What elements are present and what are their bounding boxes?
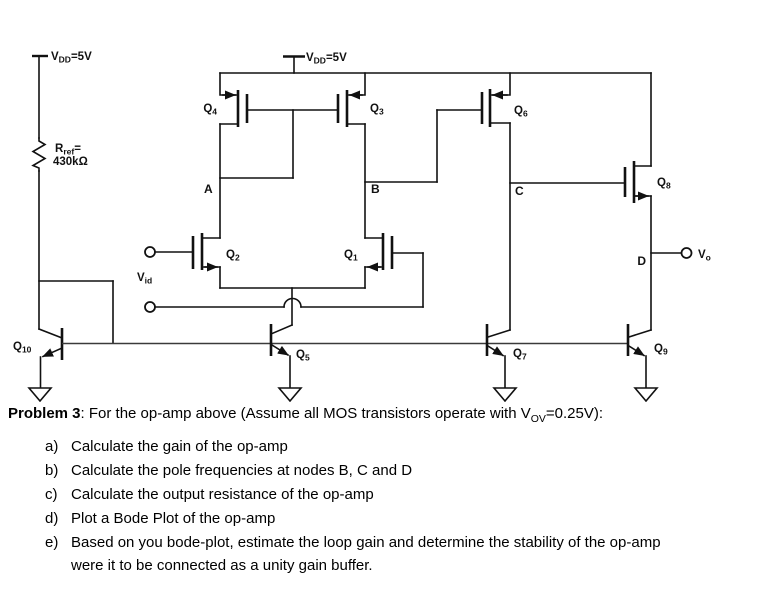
ground-symbol-q5: [277, 387, 303, 402]
vov-subscript: OV: [530, 413, 546, 425]
problem-intro-tail: =0.25V):: [545, 405, 604, 422]
problem-intro: Problem 3: For the op-amp above (Assume …: [8, 402, 756, 431]
transistor-q10: [37, 327, 64, 389]
q10-diode-connection: [38, 280, 114, 344]
vo-terminal-circle: [680, 247, 693, 259]
q6-label: Q6: [514, 105, 528, 119]
q9-label: Q9: [654, 343, 668, 357]
transistor-q4: [219, 72, 249, 127]
ground-symbol-q10: [27, 387, 53, 402]
problem-title: Problem 3: [8, 405, 81, 422]
item-marker: d): [45, 510, 59, 527]
ground-symbol-q9: [633, 387, 659, 402]
vdd-supply-left: [32, 54, 48, 139]
transistor-q8: [623, 72, 652, 203]
q4-diode-connection: [219, 109, 294, 179]
vdd-left-label: VDD=5V: [51, 51, 92, 65]
item-marker: e): [45, 534, 59, 551]
transistor-q3: [336, 72, 366, 127]
q5-label: Q5: [296, 349, 310, 363]
q7-label: Q7: [513, 348, 527, 362]
vo-label: Vo: [698, 249, 711, 263]
item-text: Based on you bode-plot, estimate the loo…: [71, 534, 661, 574]
transistor-q2: [191, 233, 221, 289]
problem-item-c: c) Calculate the output resistance of th…: [8, 483, 756, 506]
q2-label: Q2: [226, 249, 240, 263]
output-terminal: [650, 247, 693, 259]
problem-intro-text: : For the op-amp above (Assume all MOS t…: [80, 405, 531, 422]
wire-hop: [283, 297, 302, 308]
q3-label: Q3: [370, 103, 384, 117]
item-text: Calculate the pole frequencies at nodes …: [71, 462, 413, 479]
q1-label: Q1: [344, 249, 358, 263]
transistor-q9: [626, 324, 653, 389]
problem-item-a: a) Calculate the gain of the op-amp: [8, 435, 756, 458]
node-d-label: D: [637, 254, 646, 268]
transistor-q5: [269, 323, 294, 389]
rref-label: Rref=: [55, 143, 81, 157]
vdd-supply-center: [283, 55, 305, 74]
node-b-to-q6-gate: [364, 109, 483, 183]
transistor-q6: [480, 72, 511, 127]
node-b-label: B: [371, 182, 380, 196]
item-text: Plot a Bode Plot of the op-amp: [71, 510, 276, 527]
ground-symbol-q7: [492, 387, 518, 402]
problem-item-d: d) Plot a Bode Plot of the op-amp: [8, 507, 756, 530]
problem-item-b: b) Calculate the pole frequencies at nod…: [8, 459, 756, 482]
item-marker: c): [45, 486, 58, 503]
q8-label: Q8: [657, 177, 671, 191]
item-marker: b): [45, 462, 59, 479]
q10-label: Q10: [13, 341, 32, 355]
problem-item-e: e) Based on you bode-plot, estimate the …: [8, 531, 756, 577]
problem-items: a) Calculate the gain of the op-amp b) C…: [8, 435, 756, 577]
opamp-circuit-schematic: VDD=5V VDD=5V Rref= 430kΩ Q4 Q3 Q6 Q8 Q2…: [13, 51, 711, 402]
vid-label: Vid: [137, 272, 152, 286]
node-a-label: A: [204, 182, 213, 196]
item-marker: a): [45, 438, 59, 455]
input-terminal-minus: [144, 297, 424, 313]
q4-label: Q4: [203, 103, 217, 117]
item-text: Calculate the output resistance of the o…: [71, 486, 374, 503]
transistor-q7: [485, 324, 512, 389]
rref-value-label: 430kΩ: [53, 156, 88, 168]
transistor-q1: [364, 233, 424, 308]
vdd-center-label: VDD=5V: [306, 52, 347, 66]
input-terminal-plus: [144, 246, 194, 258]
resistor-rref: [31, 137, 47, 330]
problem-statement: Problem 3: For the op-amp above (Assume …: [8, 402, 756, 578]
item-text-line2: were it to be connected as a unity gain …: [71, 557, 373, 574]
item-text: Calculate the gain of the op-amp: [71, 438, 288, 455]
node-c-label: C: [515, 184, 524, 198]
